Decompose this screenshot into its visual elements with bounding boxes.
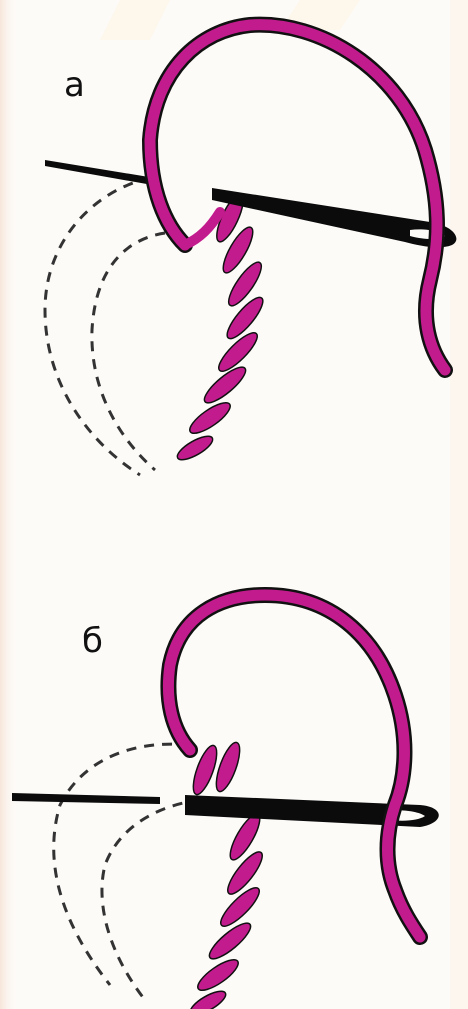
stitch-row [187,740,267,1009]
thread [150,25,445,370]
step-label-b: б [82,624,103,658]
step-label-a: а [64,68,85,102]
stitch [194,955,242,996]
stitch [186,398,234,439]
dashed-outline-outer [54,744,190,985]
dashed-outline-inner [102,800,200,1000]
stitch-row [174,191,268,464]
stitch [223,848,268,899]
stitch [187,987,229,1009]
dashed-outline-outer [45,178,150,475]
diagram-step-b [0,505,468,1009]
stitch [174,432,216,464]
dashed-outline-inner [92,233,165,470]
needle [12,793,439,827]
